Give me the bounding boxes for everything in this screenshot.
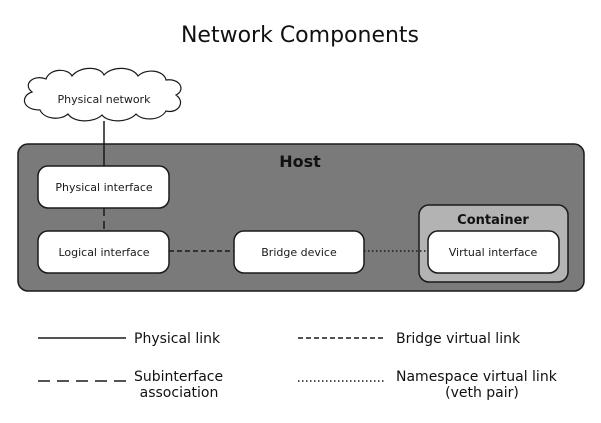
- physical-interface-node: [37, 165, 170, 209]
- host-label: Host: [279, 152, 321, 171]
- legend-subinterface-label-line1: Subinterface: [134, 369, 223, 385]
- legend-bridge-virtual-link-label: Bridge virtual link: [396, 331, 521, 347]
- legend-subinterface-label-line2: association: [140, 385, 219, 401]
- diagram-title: Network Components: [181, 23, 419, 48]
- logical-interface-label: Logical interface: [58, 246, 149, 259]
- physical-network-label: Physical network: [58, 93, 152, 106]
- logical-interface-node: [37, 230, 170, 274]
- physical-network-cloud: [23, 67, 182, 122]
- legend-namespace-label-line1: Namespace virtual link: [396, 369, 558, 385]
- physical-interface-label: Physical interface: [55, 181, 153, 194]
- legend: Physical link Bridge virtual link Subint…: [38, 331, 558, 401]
- bridge-device-node: [233, 230, 365, 274]
- bridge-device-label: Bridge device: [261, 246, 337, 259]
- virtual-interface-label: Virtual interface: [449, 246, 538, 259]
- legend-namespace-label-line2: (veth pair): [445, 385, 519, 401]
- container-label: Container: [457, 213, 529, 228]
- virtual-interface-node: [427, 230, 560, 274]
- legend-physical-link-label: Physical link: [134, 331, 221, 347]
